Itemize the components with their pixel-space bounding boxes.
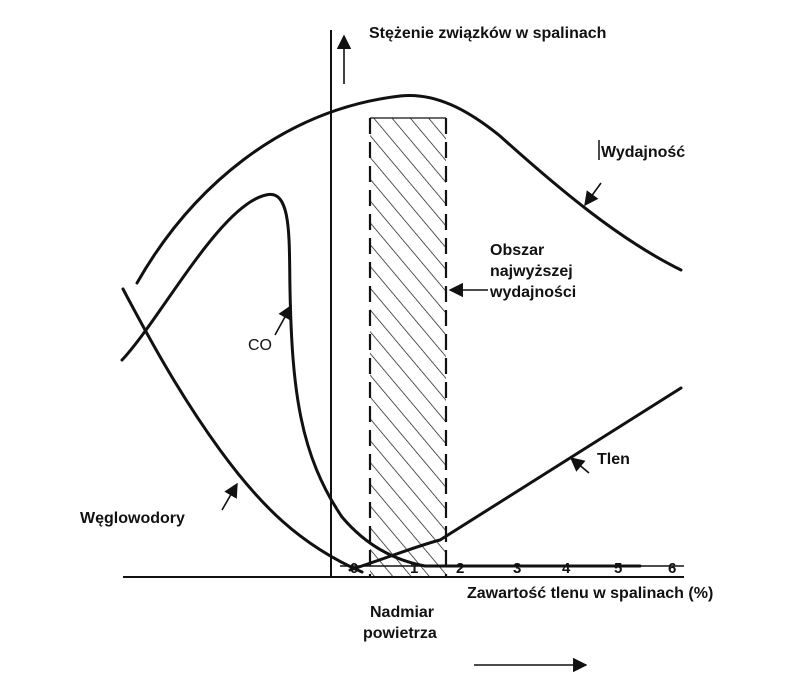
zone-label-line2: najwyższej <box>490 263 573 280</box>
oxygen-curve <box>348 386 683 572</box>
excess-air-line2: powietrza <box>363 625 437 642</box>
co-label: CO <box>248 337 272 354</box>
tick-labels: 0 1 2 3 4 5 6 <box>350 560 676 577</box>
tick-label: 0 <box>350 560 358 577</box>
efficiency-label: Wydajność <box>601 144 685 161</box>
hydrocarbons-arrow <box>221 482 238 511</box>
y-axis-title: Stężenie związków w spalinach <box>369 25 606 42</box>
tick-label: 3 <box>513 560 521 577</box>
hydrocarbons-label: Węglowodory <box>80 510 185 527</box>
pointer-arrows <box>221 182 602 511</box>
tick-label: 4 <box>562 560 571 577</box>
zone-hatch <box>370 118 446 578</box>
tick-label: 2 <box>456 560 464 577</box>
tick-label: 1 <box>410 560 418 577</box>
zone-label-line3: wydajności <box>489 284 576 301</box>
tick-label: 6 <box>668 560 676 577</box>
highest-efficiency-zone <box>368 117 448 578</box>
oxygen-label: Tlen <box>597 451 630 468</box>
oxygen-arrow <box>569 457 590 474</box>
x-axis-title: Zawartość tlenu w spalinach (%) <box>467 585 713 602</box>
co-curve <box>120 192 642 568</box>
zone-label-line1: Obszar <box>490 242 544 259</box>
co-arrow <box>274 304 292 336</box>
excess-air-line1: Nadmiar <box>370 604 434 621</box>
efficiency-curve <box>135 93 683 285</box>
curves <box>120 93 683 574</box>
hydrocarbons-curve <box>121 287 364 574</box>
tick-label: 5 <box>614 560 622 577</box>
efficiency-arrow <box>584 182 602 207</box>
labels: Stężenie związków w spalinach Wydajność … <box>80 25 713 642</box>
